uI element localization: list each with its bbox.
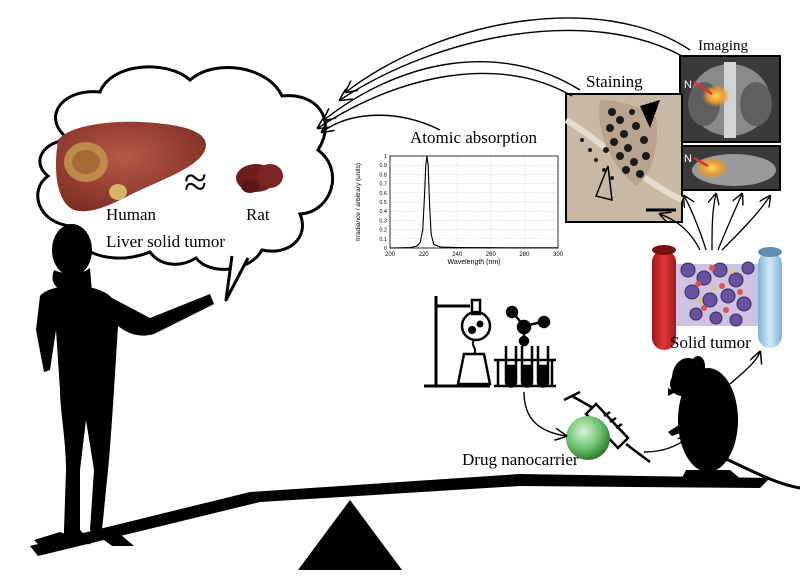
liver-solid-tumor-label: Liver solid tumor — [106, 232, 225, 251]
imaging-scan-top: N — [679, 55, 781, 143]
imaging-marker-bottom: N — [684, 153, 692, 165]
arrow-rat-to-tumor — [729, 352, 760, 385]
chart-x-tick-label: 280 — [519, 252, 530, 258]
tumor-to-analysis-arrows — [660, 194, 770, 251]
chart-y-tick-label: 0.4 — [379, 209, 387, 215]
chart-y-tick-label: 0.5 — [379, 200, 387, 206]
rat-label: Rat — [246, 205, 270, 224]
atomic-absorption-label: Atomic absorption — [410, 128, 538, 147]
human-liver-image — [55, 121, 206, 212]
chart-x-ticks: 200 220 240 260 280 300 — [385, 252, 564, 258]
imaging-scan-bottom: N — [679, 145, 781, 191]
test-tubes-icon — [494, 346, 556, 388]
human-label: Human — [106, 205, 157, 224]
molecule-icon — [505, 305, 551, 347]
chart-y-tick-label: 0.1 — [379, 237, 387, 243]
chart-y-tick-label: 0.2 — [379, 228, 387, 234]
seesaw-fulcrum — [298, 500, 402, 570]
chart-y-tick-label: 0.3 — [379, 218, 387, 224]
chart-y-ticks: 0 0.1 0.2 0.3 0.4 0.5 0.6 0.7 0.8 0.9 1 — [379, 154, 387, 252]
chart-x-tick-label: 240 — [452, 252, 463, 258]
lab-apparatus-icon — [424, 296, 492, 388]
human-silhouette — [34, 224, 214, 546]
thought-cloud-tail — [224, 255, 250, 302]
solid-tumor-image — [652, 245, 782, 350]
chart-y-tick-label: 0 — [384, 246, 387, 252]
drug-nanocarrier-label: Drug nanocarrier — [462, 450, 579, 469]
chart-y-tick-label: 0.9 — [379, 163, 387, 169]
chart-x-label: Wavelength (nm) — [447, 259, 500, 266]
rat-liver-image — [236, 164, 283, 193]
arrow-lab-to-nanocarrier — [523, 391, 566, 436]
chart-x-tick-label: 260 — [486, 252, 497, 258]
rat-silhouette — [668, 356, 800, 490]
imaging-label: Imaging — [698, 38, 748, 54]
syringe-icon — [563, 390, 651, 463]
chart-x-tick-label: 200 — [385, 252, 396, 258]
chart-y-tick-label: 1 — [384, 154, 387, 160]
chart-x-tick-label: 300 — [553, 252, 564, 258]
seesaw-beam — [30, 474, 770, 556]
chart-series-line — [389, 155, 559, 249]
solid-tumor-label: Solid tumor — [670, 333, 751, 352]
nanocarrier-sphere — [566, 416, 610, 460]
approx-symbol: ≈ — [184, 160, 207, 206]
staining-image — [564, 93, 684, 223]
chart-y-tick-label: 0.7 — [379, 182, 387, 188]
chart-y-tick-label: 0.8 — [379, 172, 387, 178]
chart-x-tick-label: 220 — [419, 252, 430, 258]
arrow-syringe-to-rat — [643, 436, 690, 453]
chart-y-label: Irradiance / arbitrary (units) — [355, 163, 362, 241]
imaging-marker-top: N — [684, 79, 692, 91]
feedback-arrows — [318, 17, 691, 132]
staining-label: Staining — [586, 72, 643, 91]
chart-y-tick-label: 0.6 — [379, 191, 387, 197]
